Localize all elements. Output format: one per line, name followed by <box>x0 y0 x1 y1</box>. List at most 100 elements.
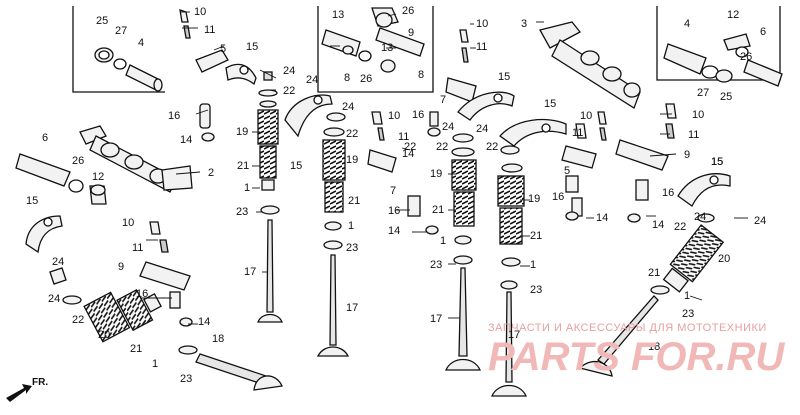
label-24: 24 <box>342 101 354 113</box>
label-16: 16 <box>136 288 148 300</box>
leader-lines <box>140 11 748 325</box>
label-27: 27 <box>115 25 127 37</box>
watermark-logo: PARTS FOR.RU <box>488 335 785 379</box>
label-23: 23 <box>180 373 192 385</box>
label-13: 13 <box>381 42 393 54</box>
label-8: 8 <box>344 72 350 84</box>
camshaft-right <box>539 21 641 109</box>
label-10: 10 <box>476 18 488 30</box>
label-10: 10 <box>580 110 592 122</box>
valve-spring-stack-right <box>662 224 725 293</box>
label-23: 23 <box>346 242 358 254</box>
label-6: 6 <box>42 132 48 144</box>
label-11: 11 <box>204 24 215 36</box>
watermark-caption: ЗАПЧАСТИ И АКСЕССУАРЫ ДЛЯ МОТОТЕХНИКИ <box>488 322 767 334</box>
label-23: 23 <box>682 308 694 320</box>
label-17: 17 <box>508 329 520 341</box>
label-24: 24 <box>48 293 60 305</box>
label-21: 21 <box>530 230 542 242</box>
label-1: 1 <box>152 358 158 370</box>
label-1: 1 <box>244 182 250 194</box>
label-4: 4 <box>138 37 144 49</box>
part-labels: 25 27 4 10 11 5 15 16 24 24 22 14 19 21 … <box>26 5 766 385</box>
label-18: 18 <box>212 333 224 345</box>
label-24: 24 <box>476 123 488 135</box>
label-10: 10 <box>388 110 400 122</box>
label-22: 22 <box>72 314 84 326</box>
label-14: 14 <box>388 225 400 237</box>
label-21: 21 <box>432 204 444 216</box>
label-21: 21 <box>130 343 142 355</box>
label-11: 11 <box>572 127 583 139</box>
label-2: 2 <box>208 167 214 179</box>
label-9: 9 <box>118 261 124 273</box>
label-7: 7 <box>390 185 396 197</box>
label-24: 24 <box>694 211 706 223</box>
label-1: 1 <box>530 259 536 271</box>
label-23: 23 <box>530 284 542 296</box>
label-9: 9 <box>408 27 414 39</box>
label-21: 21 <box>237 160 249 172</box>
label-15: 15 <box>711 156 723 168</box>
front-direction-marker: FR. <box>6 377 48 402</box>
label-22: 22 <box>346 128 358 140</box>
label-15: 15 <box>246 41 258 53</box>
label-10: 10 <box>122 217 134 229</box>
label-11: 11 <box>398 131 409 143</box>
label-22: 22 <box>486 141 498 153</box>
label-19: 19 <box>528 193 540 205</box>
label-21: 21 <box>348 195 360 207</box>
valve-spring-stack-a <box>257 89 283 323</box>
label-27: 27 <box>697 87 709 99</box>
label-26: 26 <box>72 155 84 167</box>
label-11: 11 <box>132 242 143 254</box>
label-5: 5 <box>564 165 570 177</box>
label-21: 21 <box>648 267 660 279</box>
part-drawings <box>15 6 783 397</box>
label-19: 19 <box>346 154 358 166</box>
label-19: 19 <box>430 168 442 180</box>
label-16: 16 <box>388 205 400 217</box>
label-24: 24 <box>306 74 318 86</box>
label-15: 15 <box>498 71 510 83</box>
label-8: 8 <box>418 69 424 81</box>
label-22: 22 <box>674 221 686 233</box>
label-17: 17 <box>244 266 256 278</box>
valve-spring-stack-left <box>83 289 162 343</box>
valve-spring-stack-b <box>316 112 350 357</box>
valve-spring-stack-d <box>491 145 527 397</box>
label-5: 5 <box>220 43 226 55</box>
valve-spring-stack-c <box>445 133 481 371</box>
label-15: 15 <box>544 98 556 110</box>
label-22: 22 <box>404 141 416 153</box>
label-25: 25 <box>720 91 732 103</box>
label-1: 1 <box>348 220 354 232</box>
label-26: 26 <box>402 5 414 17</box>
label-6: 6 <box>760 26 766 38</box>
label-23: 23 <box>236 206 248 218</box>
label-14: 14 <box>180 134 192 146</box>
label-22: 22 <box>436 141 448 153</box>
label-1: 1 <box>684 290 690 302</box>
label-9: 9 <box>684 149 690 161</box>
label-11: 11 <box>476 41 487 53</box>
label-1: 1 <box>440 235 446 247</box>
label-13: 13 <box>332 9 344 21</box>
label-22: 22 <box>283 85 295 97</box>
label-7: 7 <box>440 94 446 106</box>
bearing-seal-assembly-left <box>94 47 163 92</box>
camshaft-left <box>79 125 193 193</box>
label-14: 14 <box>596 212 608 224</box>
label-18: 18 <box>648 341 660 353</box>
label-25: 25 <box>96 15 108 27</box>
label-17: 17 <box>430 313 442 325</box>
front-direction-label: FR. <box>32 377 48 388</box>
label-16: 16 <box>412 109 424 121</box>
label-4: 4 <box>684 18 690 30</box>
label-15: 15 <box>290 160 302 172</box>
label-12: 12 <box>727 9 739 21</box>
label-24: 24 <box>442 121 454 133</box>
label-20: 20 <box>718 253 730 265</box>
